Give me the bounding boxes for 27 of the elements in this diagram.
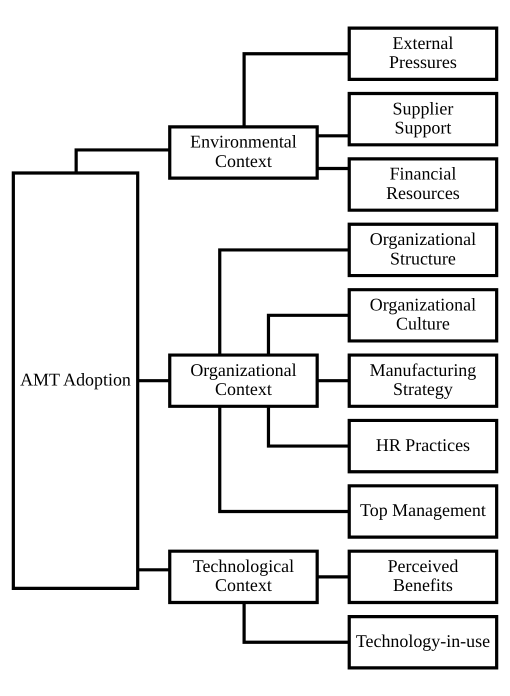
connector <box>318 575 350 578</box>
node-box: Organizational Structure <box>348 222 498 278</box>
connector <box>138 379 170 382</box>
node-box: Organizational Context <box>168 353 319 408</box>
connector <box>266 314 349 355</box>
connector <box>138 568 170 572</box>
node-box: Top Management <box>348 484 498 539</box>
node-box: Manufacturing Strategy <box>348 353 498 408</box>
node-box: External Pressures <box>348 26 498 82</box>
node-box: Technology-in-use <box>348 614 498 670</box>
connector <box>266 406 349 448</box>
node-box: HR Practices <box>348 418 498 474</box>
node-box: Supplier Support <box>348 92 498 146</box>
connector <box>242 52 350 127</box>
node-box: Environmental Context <box>168 125 319 180</box>
connector <box>218 248 350 355</box>
node-box: Perceived Benefits <box>348 550 498 604</box>
connector <box>74 148 170 173</box>
connector <box>218 406 350 514</box>
connector <box>318 379 350 382</box>
connector <box>318 166 350 170</box>
node-box: Financial Resources <box>348 157 498 212</box>
node-box: Organizational Culture <box>348 288 498 343</box>
node-box: AMT Adoption <box>12 171 140 590</box>
node-box: Technological Context <box>168 550 319 604</box>
connector <box>242 602 350 644</box>
connector <box>318 134 350 138</box>
